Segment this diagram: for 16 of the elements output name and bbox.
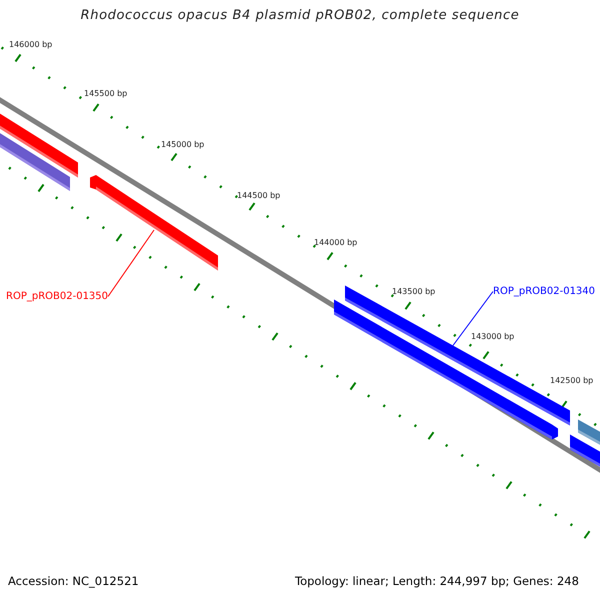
tick-label: 143500 bp (392, 288, 436, 297)
tick-label: 144500 bp (237, 192, 280, 201)
tick-label: 145000 bp (161, 141, 204, 150)
footer-text: Topology: linear; Length: 244,997 bp; Genes: 248 (295, 575, 579, 588)
title: Rhodococcus opacus B4 plasmid pROB02, complete sequence (80, 9, 520, 24)
tick-label: 145500 bp (84, 90, 128, 99)
tick-label: 142500 bp (550, 377, 594, 386)
tick-label: 146000 bp (9, 41, 52, 50)
leader-line (108, 230, 155, 297)
leader-line (452, 291, 494, 346)
footer-text: Accession: NC_012521 (8, 575, 139, 588)
gene-label: ROP_pROB02-01350 (6, 291, 108, 302)
tick-label: 143000 bp (471, 333, 514, 342)
gene-bar (90, 175, 218, 270)
tick-label: 144000 bp (314, 239, 358, 248)
gene-label: ROP_pROB02-01340 (493, 286, 596, 297)
